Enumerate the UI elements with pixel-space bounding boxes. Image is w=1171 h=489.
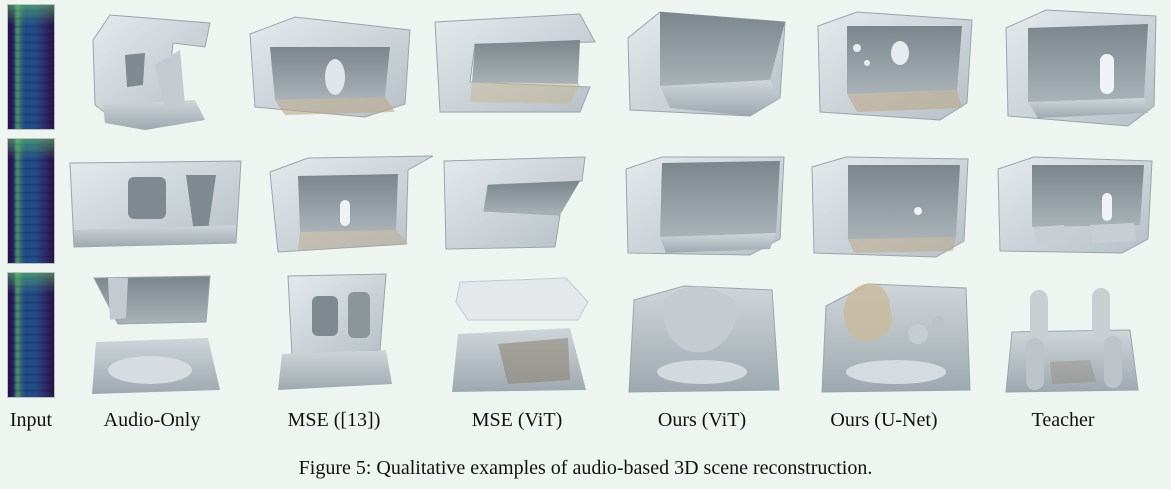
column-label-ours-unet: Ours (U-Net): [830, 409, 938, 431]
mesh-row1-teacher: [1005, 9, 1157, 127]
figure-caption: Figure 5: Qualitative examples of audio-…: [298, 457, 873, 479]
mesh-row3-ours-unet: [821, 283, 971, 393]
mesh-row3-mse-13: [278, 273, 392, 390]
input-spectrogram-row-2: [7, 138, 55, 264]
input-spectrogram-row-3: [7, 272, 55, 398]
mesh-row1-mse-13: [249, 16, 411, 118]
mesh-row2-audio-only: [69, 160, 242, 248]
column-label-teacher: Teacher: [1031, 409, 1095, 431]
mesh-row2-mse-13: [269, 155, 434, 253]
mesh-row1-ours-vit: [627, 11, 786, 117]
mesh-row3-mse-vit: [452, 277, 589, 392]
mesh-row3-ours-vit: [628, 285, 780, 393]
column-label-audio-only: Audio-Only: [103, 409, 201, 431]
mesh-row1-ours-unet: [817, 11, 973, 121]
mesh-row2-ours-vit: [625, 156, 785, 256]
mesh-row2-teacher: [997, 156, 1153, 254]
mesh-row1-audio-only: [92, 14, 211, 130]
mesh-row2-mse-vit: [443, 156, 586, 250]
input-spectrogram-row-1: [7, 4, 55, 130]
column-label-mse-vit: MSE (ViT): [471, 409, 563, 431]
column-label-ours-vit: Ours (ViT): [657, 409, 747, 431]
mesh-row3-audio-only: [92, 275, 220, 394]
mesh-row2-ours-unet: [811, 156, 969, 258]
mesh-row1-mse-vit: [434, 13, 596, 113]
mesh-row3-teacher: [1005, 288, 1139, 393]
column-label-mse-13: MSE ([13]): [287, 409, 381, 431]
column-label-input: Input: [9, 409, 53, 431]
